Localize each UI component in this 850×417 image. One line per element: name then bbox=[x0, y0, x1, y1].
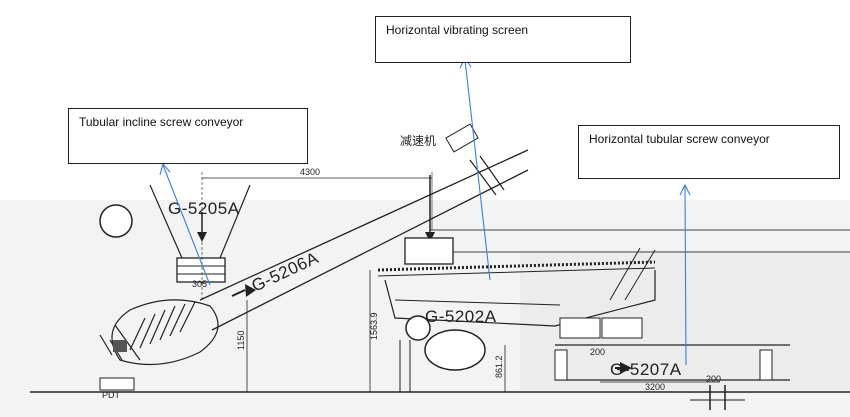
dim-1563: 1563.9 bbox=[369, 312, 379, 340]
reducer: 减速机 bbox=[400, 123, 505, 196]
base-label: PDT bbox=[102, 390, 121, 400]
dim-200b: 200 bbox=[706, 374, 721, 384]
dim-3200: 3200 bbox=[645, 382, 665, 392]
motor-block bbox=[113, 340, 127, 352]
tag-g5205a: G-5205A bbox=[168, 199, 240, 218]
base-block bbox=[99, 377, 135, 391]
reducer-label: 减速机 bbox=[400, 134, 436, 148]
callout-incline-conveyor: Tubular incline screw conveyor bbox=[68, 108, 308, 164]
dim-1150: 1150 bbox=[236, 331, 246, 350]
dim-305: 305 bbox=[192, 279, 207, 289]
drop-arrow bbox=[425, 232, 435, 242]
horizontal-conveyor bbox=[554, 317, 790, 410]
leader-horizontal bbox=[679, 183, 691, 366]
tag-g5202a: G-5202A bbox=[425, 307, 497, 326]
dim-200a: 200 bbox=[590, 347, 605, 357]
leader-incline bbox=[159, 162, 211, 286]
feed-box bbox=[404, 237, 454, 265]
tag-g5207a: G-5207A bbox=[610, 360, 682, 379]
vibrating-screen bbox=[377, 247, 656, 392]
callout-vibrating-screen: Horizontal vibrating screen bbox=[375, 16, 631, 63]
callout-horizontal-conveyor: Horizontal tubular screw conveyor bbox=[578, 125, 840, 179]
tank-circle bbox=[99, 204, 133, 238]
dim-861: 861.2 bbox=[494, 355, 504, 378]
incline-conveyor-tube bbox=[199, 149, 529, 331]
dim-4300: 4300 bbox=[300, 167, 320, 177]
hopper-g5205a bbox=[149, 184, 251, 283]
